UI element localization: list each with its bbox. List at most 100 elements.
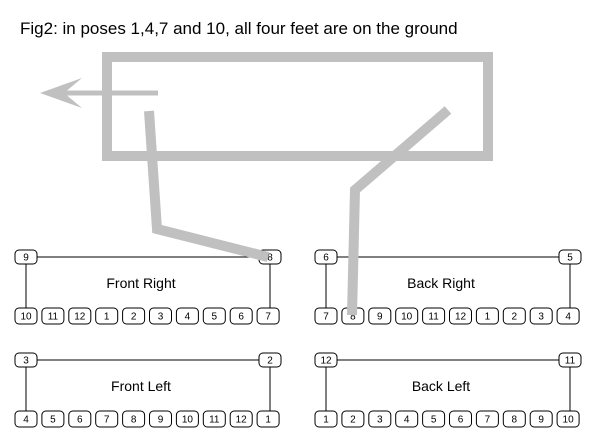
panel-name: Front Right xyxy=(106,275,175,291)
direction-arrow-head xyxy=(40,78,82,108)
panel-name: Front Left xyxy=(111,378,171,394)
pose-bottom-box xyxy=(556,410,580,428)
pose-top-right-label: 11 xyxy=(565,356,576,367)
pose-bottom-label: 12 xyxy=(236,415,248,426)
pose-bottom-label: 10 xyxy=(20,312,32,323)
pose-bottom-label: 6 xyxy=(458,415,464,426)
pose-bottom-box xyxy=(256,307,280,325)
pose-top-left-label: 9 xyxy=(23,253,29,264)
pose-bottom-label: 9 xyxy=(377,312,383,323)
pose-bottom-box xyxy=(422,307,446,325)
pose-bottom-label: 4 xyxy=(404,415,410,426)
pose-bottom-label: 4 xyxy=(565,312,571,323)
pose-bottom-label: 12 xyxy=(455,312,467,323)
pose-bottom-box xyxy=(149,410,172,428)
pose-bottom-label: 4 xyxy=(185,312,191,323)
pose-bottom-label: 10 xyxy=(182,415,194,426)
pose-bottom-box xyxy=(502,410,526,428)
pose-bottom-box xyxy=(149,307,172,325)
horse-overlay xyxy=(40,52,493,161)
pose-bottom-label: 10 xyxy=(401,312,413,323)
pose-bottom-label: 8 xyxy=(512,415,518,426)
pose-bottom-box xyxy=(229,307,253,325)
pose-bottom-box xyxy=(449,410,472,428)
pose-bottom-box xyxy=(529,307,553,325)
pose-bottom-label: 7 xyxy=(265,312,271,323)
pose-top-right-label: 8 xyxy=(267,253,273,264)
body-outline xyxy=(102,52,493,161)
pose-bottom-label: 2 xyxy=(512,312,518,323)
pose-top-right-label: 2 xyxy=(267,356,273,367)
pose-top-left-box xyxy=(314,352,338,368)
pose-bottom-label: 11 xyxy=(48,312,59,323)
pose-bottom-label: 1 xyxy=(485,312,491,323)
pose-bottom-box xyxy=(41,410,65,428)
back-leg-line xyxy=(347,106,452,316)
pose-bottom-label: 3 xyxy=(377,415,383,426)
pose-bottom-label: 8 xyxy=(350,312,356,323)
pose-bottom-label: 6 xyxy=(77,415,83,426)
leg-lines xyxy=(144,106,452,316)
front-leg-line xyxy=(144,110,270,262)
pose-top-left-box xyxy=(14,249,38,265)
pose-bottom-box xyxy=(95,307,119,325)
pose-top-right-box xyxy=(558,249,582,265)
pose-bottom-label: 2 xyxy=(131,312,137,323)
pose-bottom-box xyxy=(314,410,338,428)
pose-bottom-label: 9 xyxy=(538,415,544,426)
pose-top-left-box xyxy=(314,249,338,265)
pose-bottom-box xyxy=(368,410,392,428)
pose-bottom-box xyxy=(95,410,119,428)
pose-top-left-label: 12 xyxy=(320,356,332,367)
pose-bottom-box xyxy=(256,410,280,428)
pose-top-left-label: 3 xyxy=(23,356,29,367)
pose-bottom-box xyxy=(14,410,38,428)
pose-bottom-box xyxy=(175,307,199,325)
pose-bottom-label: 7 xyxy=(485,415,491,426)
pose-top-right-label: 5 xyxy=(567,253,573,264)
pose-bottom-box xyxy=(395,307,419,325)
pose-bottom-box xyxy=(368,307,392,325)
pose-bottom-box xyxy=(449,307,472,325)
pose-bottom-box xyxy=(422,410,446,428)
pose-bottom-label: 1 xyxy=(323,415,329,426)
pose-top-left-label: 6 xyxy=(323,253,329,264)
figure-title: Fig2: in poses 1,4,7 and 10, all four fe… xyxy=(20,19,458,38)
pose-top-right-box xyxy=(558,352,582,368)
pose-bottom-box xyxy=(175,410,199,428)
pose-bottom-label: 2 xyxy=(350,415,356,426)
pose-bottom-label: 5 xyxy=(212,312,218,323)
pose-bottom-box xyxy=(341,410,365,428)
pose-bottom-box xyxy=(395,410,419,428)
pose-bottom-label: 11 xyxy=(428,312,439,323)
pose-bottom-box xyxy=(314,307,338,325)
pose-bottom-box xyxy=(475,307,499,325)
pose-bottom-box xyxy=(502,307,526,325)
pose-bottom-box xyxy=(41,307,65,325)
pose-bottom-label: 8 xyxy=(131,415,137,426)
panel-name: Back Right xyxy=(407,275,475,291)
pose-bottom-box xyxy=(68,307,92,325)
pose-bottom-box xyxy=(556,307,580,325)
pose-bottom-label: 1 xyxy=(104,312,110,323)
pose-bottom-label: 5 xyxy=(50,415,56,426)
pose-top-right-box xyxy=(258,352,282,368)
pose-bottom-label: 7 xyxy=(323,312,329,323)
panel-name: Back Left xyxy=(412,378,470,394)
pose-bottom-label: 3 xyxy=(158,312,164,323)
pose-bottom-box xyxy=(475,410,499,428)
pose-bottom-box xyxy=(529,410,553,428)
pose-bottom-label: 7 xyxy=(104,415,110,426)
pose-bottom-label: 5 xyxy=(431,415,437,426)
pose-bottom-label: 4 xyxy=(23,415,29,426)
pose-top-left-box xyxy=(14,352,38,368)
pose-bottom-label: 6 xyxy=(238,312,244,323)
pose-bottom-label: 12 xyxy=(74,312,86,323)
pose-bottom-box xyxy=(68,410,92,428)
pose-bottom-label: 9 xyxy=(158,415,164,426)
pose-bottom-box xyxy=(202,410,226,428)
